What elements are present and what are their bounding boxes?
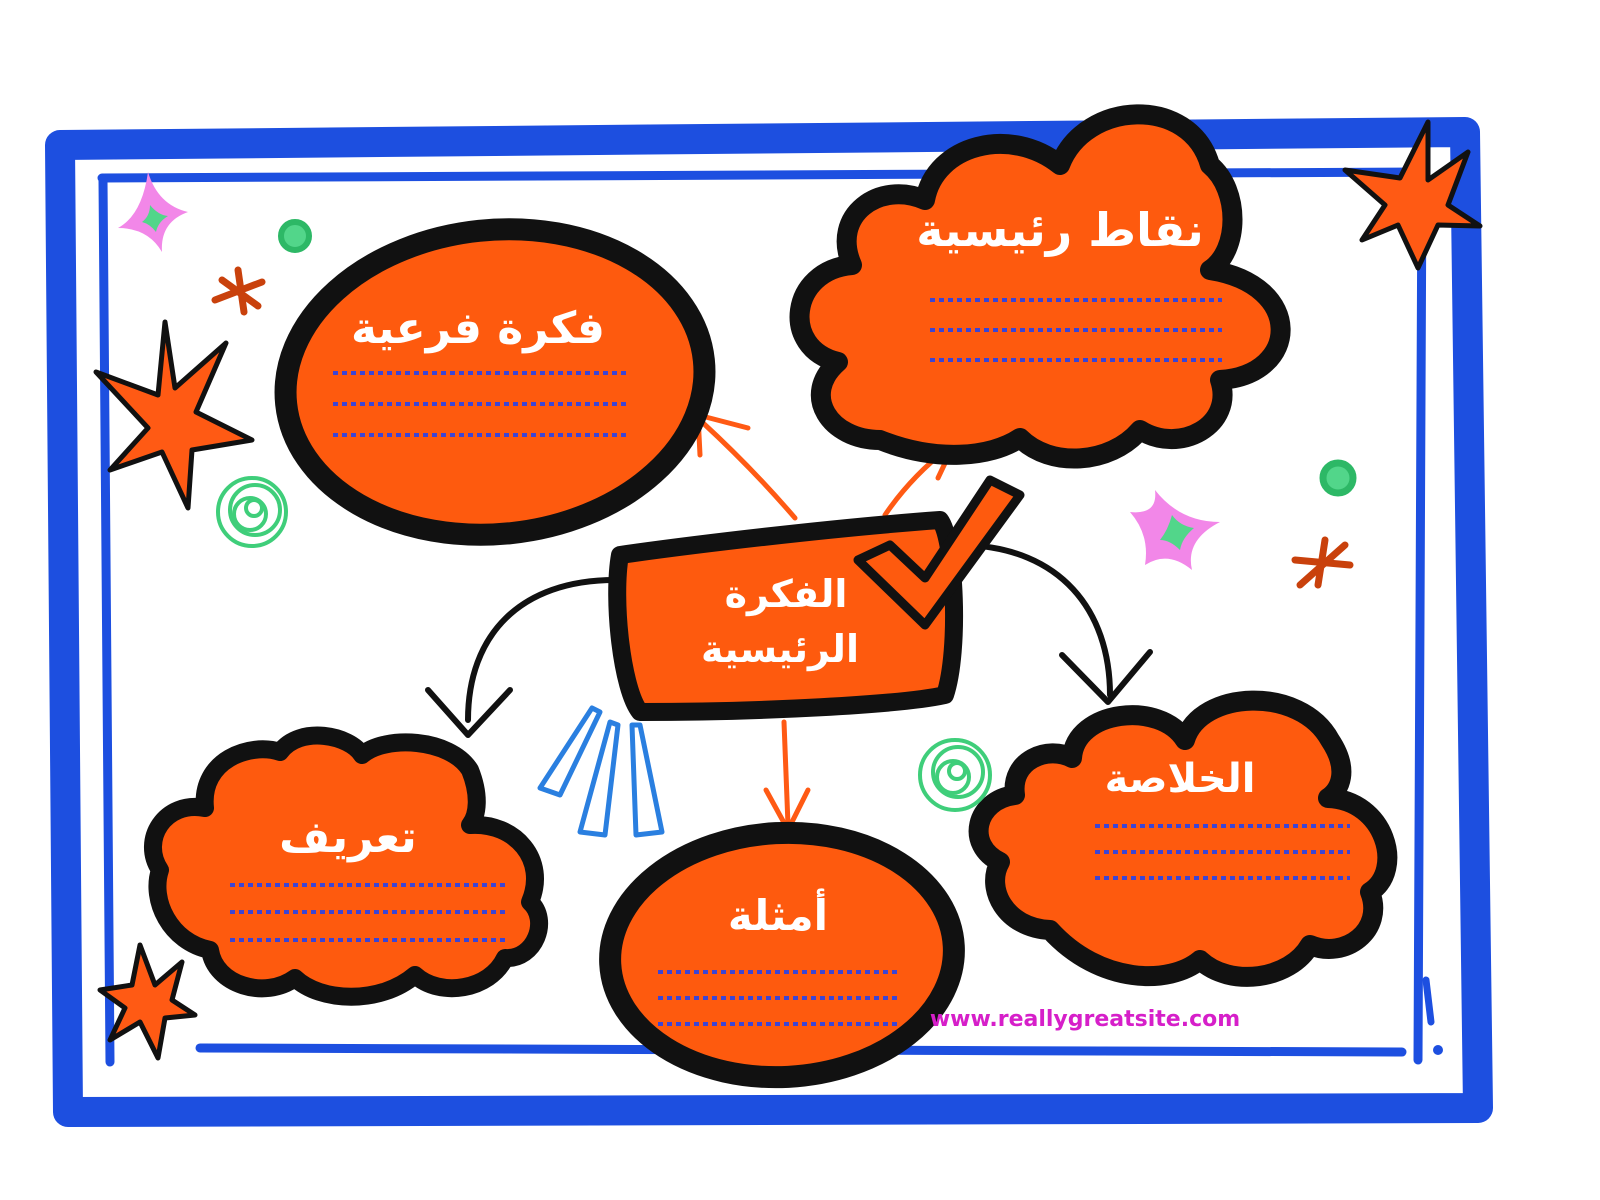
node-key-points: نقاط رئيسية xyxy=(789,104,1291,469)
conclusion-writing-lines xyxy=(1095,824,1350,880)
node-examples: أمثلة xyxy=(599,821,965,1089)
star-icon xyxy=(97,942,198,1061)
sparkle-icon xyxy=(118,172,188,252)
scribble-icon xyxy=(216,476,288,548)
checkmark-icon xyxy=(853,475,1025,630)
star-icon xyxy=(93,319,255,511)
conclusion-label: الخلاصة xyxy=(1105,756,1256,802)
main-idea-line2: الرئيسية xyxy=(701,627,859,671)
asterisk-icon xyxy=(1291,536,1354,589)
scribble-icon xyxy=(918,738,992,812)
connector-main-to-examples xyxy=(763,719,811,833)
asterisk-icon xyxy=(211,266,266,316)
connector-main-to-sub-idea xyxy=(695,412,798,521)
sparkle-icon xyxy=(1130,490,1220,570)
dot-icon xyxy=(278,219,312,253)
node-main-idea: الفكرة الرئيسية xyxy=(608,511,964,721)
speed-lines-icon xyxy=(537,705,665,838)
star-icon xyxy=(1342,119,1483,271)
definition-label: تعريف xyxy=(279,812,417,863)
node-conclusion: الخلاصة xyxy=(968,690,1398,987)
key-points-label: نقاط رئيسية xyxy=(916,203,1203,257)
sub-idea-writing-lines xyxy=(333,371,626,437)
node-sub-idea: فكرة فرعية xyxy=(274,218,716,546)
key-points-writing-lines xyxy=(930,298,1222,362)
node-definition: تعريف xyxy=(143,726,549,1006)
main-idea-line1: الفكرة xyxy=(725,572,848,616)
examples-label: أمثلة xyxy=(728,888,828,940)
sub-idea-label: فكرة فرعية xyxy=(351,303,605,354)
examples-writing-lines xyxy=(658,970,900,1026)
connector-main-to-definition xyxy=(425,577,618,738)
website-url: www.reallygreatsite.com xyxy=(930,1007,1240,1032)
definition-writing-lines xyxy=(230,883,505,942)
dot-icon xyxy=(1319,459,1357,497)
connector-main-to-conclusion xyxy=(962,542,1153,705)
